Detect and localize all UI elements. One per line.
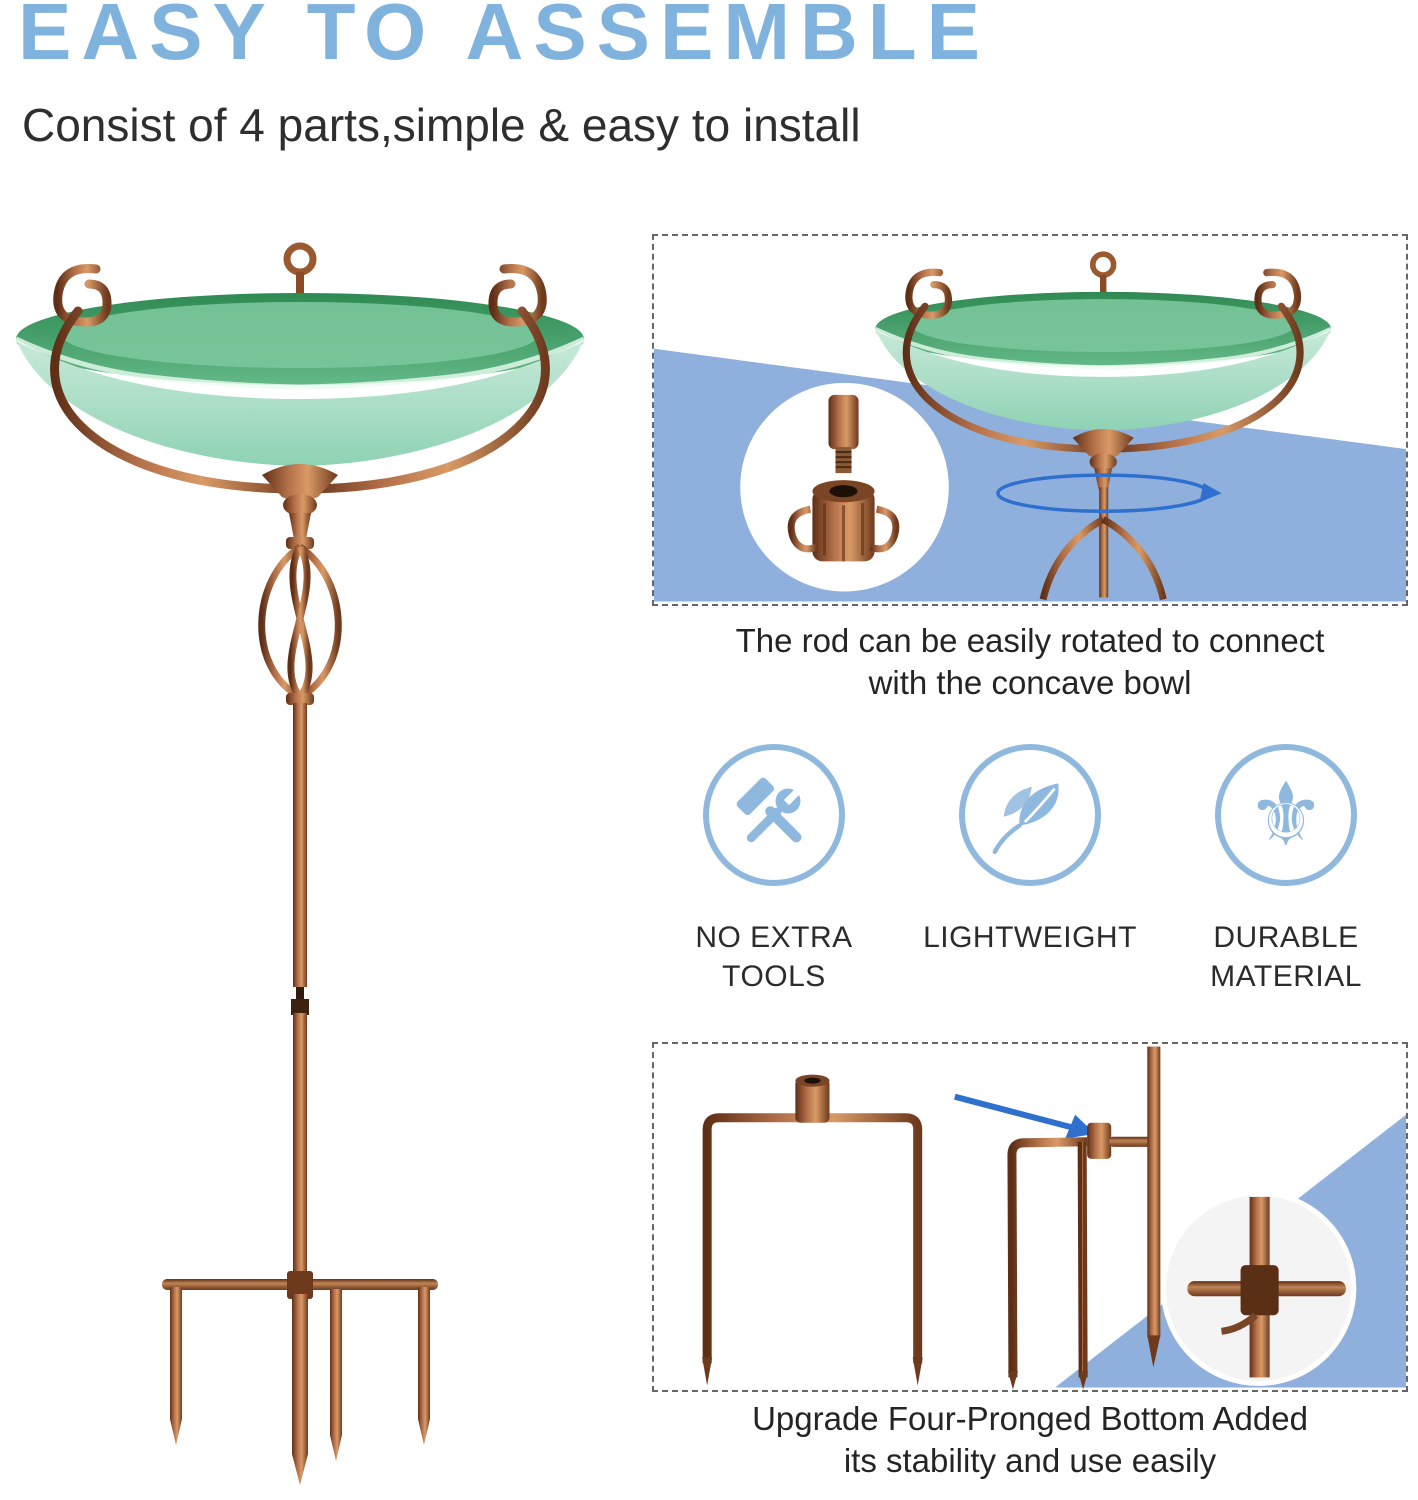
page-subtitle: Consist of 4 parts,simple & easy to inst…: [22, 99, 861, 151]
birdbath-illustration: [0, 238, 640, 1485]
feature-label: DURABLE MATERIAL: [1210, 921, 1362, 993]
leaves-icon: [959, 744, 1101, 886]
fleur-glyph: ⚜: [1246, 763, 1326, 866]
four-pronged-stake: [162, 1271, 438, 1485]
tools-icon: [703, 744, 845, 886]
fork-piece: [702, 1074, 923, 1386]
feature-label: LIGHTWEIGHT: [923, 921, 1137, 954]
page-title: EASY TO ASSEMBLE: [18, 0, 991, 76]
rotation-caption-line1: The rod can be easily rotated to connect: [735, 622, 1325, 659]
mini-birdbath: [875, 254, 1331, 601]
upper-rod: [293, 703, 307, 987]
rotation-detail-panel: [652, 234, 1408, 606]
prong-caption-line1: Upgrade Four-Pronged Bottom Added: [752, 1400, 1308, 1437]
assembled-fork-rod: [1007, 1046, 1161, 1390]
assembly-arrow: [954, 1093, 1096, 1139]
feature-badges: NO EXTRA TOOLS LIGHTWEIGHT ⚜ DURABLE MAT…: [652, 744, 1408, 996]
fleur-de-lis-icon: ⚜: [1215, 744, 1357, 886]
feature-lightweight: LIGHTWEIGHT: [908, 744, 1152, 996]
joint-closeup: [1160, 1190, 1357, 1386]
prong-detail-panel: [652, 1042, 1408, 1392]
feature-no-extra-tools: NO EXTRA TOOLS: [652, 744, 896, 996]
prong-caption: Upgrade Four-Pronged Bottom Added its st…: [652, 1398, 1408, 1482]
prong-caption-line2: its stability and use easily: [843, 1442, 1217, 1480]
feature-durable-material: ⚜ DURABLE MATERIAL: [1164, 744, 1408, 996]
feature-label: NO EXTRA TOOLS: [695, 921, 853, 993]
rod-joint: [291, 987, 309, 1015]
product-photo-birdbath: [0, 238, 640, 1500]
twisted-cage-finial: [258, 537, 342, 705]
rotation-detail-illustration: [654, 236, 1406, 602]
rotation-caption: The rod can be easily rotated to connect…: [652, 620, 1408, 704]
lower-rod: [293, 1013, 307, 1283]
prong-detail-illustration: [702, 1046, 1406, 1390]
rotation-caption-line2: with the concave bowl: [868, 664, 1192, 702]
thread-closeup: [740, 382, 949, 592]
